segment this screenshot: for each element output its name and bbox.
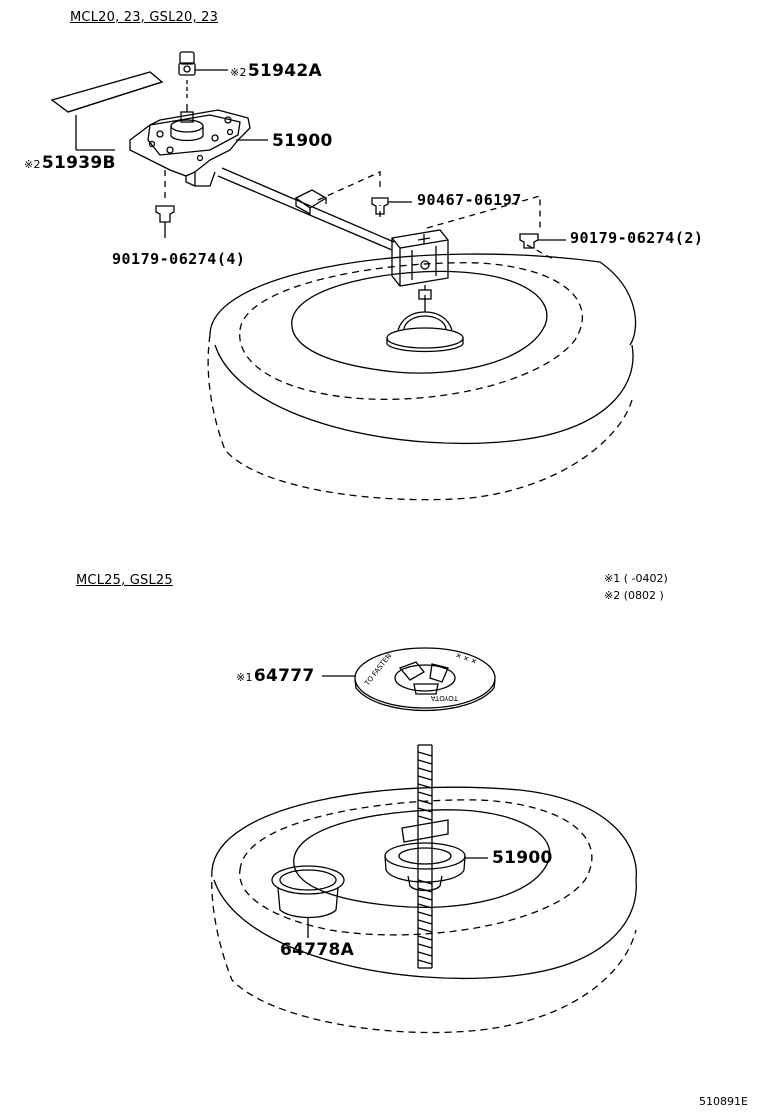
part-label-90467-06197: 90467-06197	[417, 191, 522, 209]
part-label-51900-upper: 51900	[272, 131, 333, 151]
part-64778A-cup	[271, 865, 345, 938]
part-mark: ※1	[236, 671, 253, 684]
part-label-51900-lower: 51900	[492, 848, 553, 868]
part-label-64777: ※164777	[236, 666, 314, 686]
part-64777-disc	[322, 647, 496, 712]
part-mark: ※2	[24, 158, 41, 171]
upper-spare-tire	[207, 253, 637, 501]
part-number: 51900	[272, 131, 333, 151]
note-2: ※2 (0802 )	[604, 589, 664, 602]
upper-hub	[386, 285, 464, 353]
svg-text:✕ ✕ ✕: ✕ ✕ ✕	[454, 651, 477, 666]
section-title-lower: MCL25, GSL25	[76, 573, 173, 588]
part-51939B-plate	[50, 71, 164, 151]
part-number: 64778A	[280, 940, 355, 960]
part-number: 90179-06274(2)	[570, 229, 704, 247]
leader-dashes	[164, 170, 556, 261]
carrier-cable	[217, 167, 395, 251]
part-number: 64777	[253, 666, 315, 686]
bolt-90179-right	[519, 233, 566, 249]
tire-hanger-bracket	[391, 229, 449, 287]
part-label-90179-06274-2: 90179-06274(2)	[570, 229, 703, 247]
part-number: 90179-06274(4)	[112, 250, 246, 268]
part-number: 51939B	[41, 153, 116, 173]
svg-text:TO FASTEN: TO FASTEN	[363, 652, 394, 688]
part-number: 51942A	[247, 61, 322, 81]
part-51900-threaded-rod	[384, 744, 488, 969]
part-label-64778A: 64778A	[280, 940, 354, 960]
part-label-51942A: ※251942A	[230, 61, 322, 81]
lower-spare-tire	[211, 786, 637, 1034]
part-number: 51900	[492, 848, 553, 868]
part-51942A-cap	[178, 51, 228, 100]
section-title-upper: MCL20, 23, GSL20, 23	[70, 10, 219, 25]
part-label-51939B: ※251939B	[24, 153, 116, 173]
bolt-90467	[371, 197, 412, 215]
part-number: 90467-06197	[417, 191, 522, 209]
bolt-lower-left	[155, 205, 175, 238]
part-label-90179-06274-4: 90179-06274(4)	[112, 250, 245, 268]
svg-text:TOYOTA: TOYOTA	[430, 694, 459, 702]
spare-wheel-carrier-winch	[129, 104, 251, 187]
note-1: ※1 ( -0402)	[604, 572, 668, 585]
illustration-code: 510891E	[699, 1095, 748, 1108]
part-mark: ※2	[230, 66, 247, 79]
